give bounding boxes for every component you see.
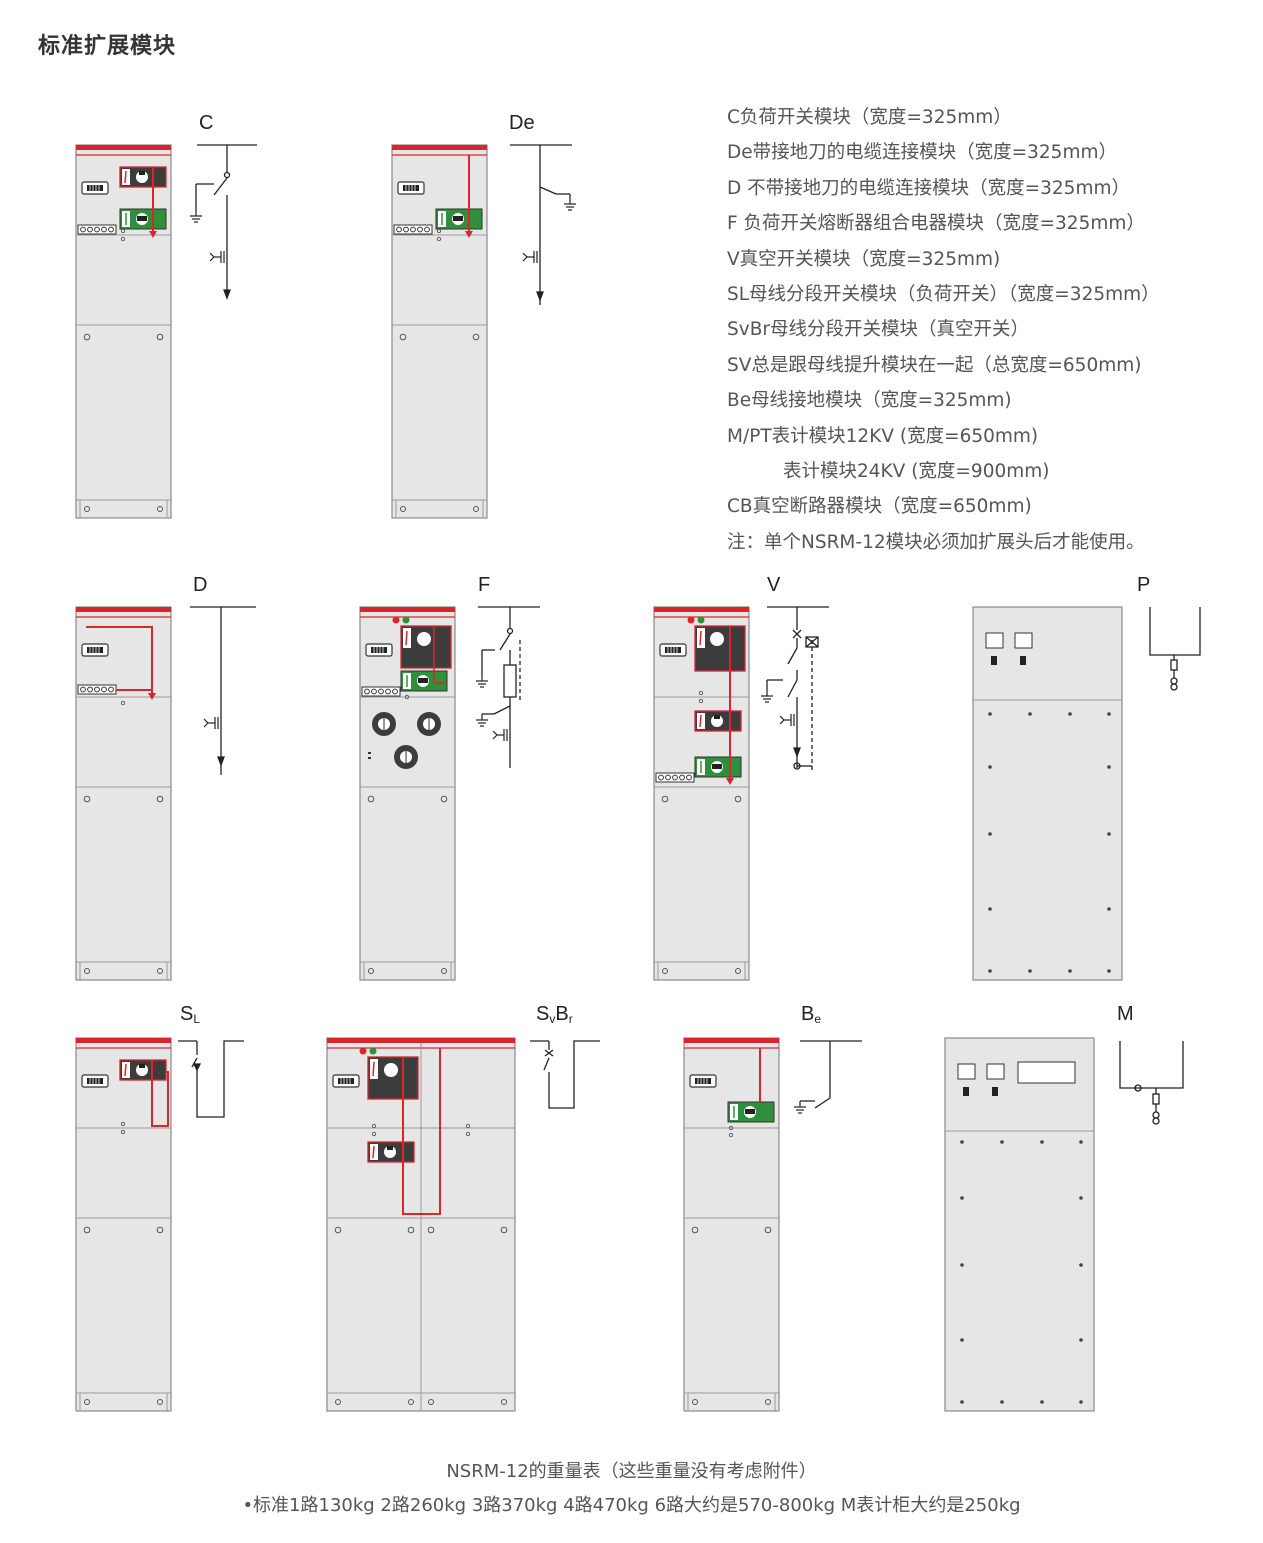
description-note: 注：单个NSRM-12模块必须加扩展头后才能使用。 [727, 531, 1145, 553]
description-meter-24kv: 表计模块24KV (宽度=900mm) [783, 461, 1050, 483]
weight-table-values: •标准1路130kg 2路260kg 3路370kg 4路470kg 6路大约是… [242, 1495, 1021, 1516]
cabinet-be [683, 1037, 780, 1412]
module-label-p: P [1137, 574, 1151, 596]
description-sv: SV总是跟母线提升模块在一起（总宽度=650mm) [727, 354, 1142, 376]
diagram-be [793, 1040, 862, 1114]
cabinet-sl [75, 1037, 172, 1412]
cabinet-de [391, 144, 488, 519]
module-label-svbr: SvBr [536, 1003, 573, 1026]
cabinet-v [653, 606, 750, 981]
cabinet-svbr [326, 1037, 516, 1412]
cabinet-d [75, 606, 172, 981]
description-be: Be母线接地模块（宽度=325mm) [727, 390, 1012, 412]
diagram-svbr [530, 1040, 600, 1109]
module-label-f: F [478, 574, 491, 596]
cabinet-p [972, 606, 1123, 981]
module-label-c: C [199, 112, 214, 134]
description-de: De带接地刀的电缆连接模块（宽度=325mm） [727, 142, 1117, 164]
description-v: V真空开关模块（宽度=325mm) [727, 248, 1001, 270]
module-label-v: V [767, 574, 781, 596]
diagram-de [510, 144, 577, 305]
module-description-list: C负荷开关模块（宽度=325mm） De带接地刀的电缆连接模块（宽度=325mm… [727, 100, 1160, 560]
description-c: C负荷开关模块（宽度=325mm） [727, 107, 1012, 128]
description-cb: CB真空断路器模块（宽度=650mm) [727, 496, 1032, 518]
module-label-m: M [1117, 1003, 1134, 1025]
description-d: D 不带接地刀的电缆连接模块（宽度=325mm） [727, 177, 1130, 199]
diagram-sl [178, 1040, 244, 1118]
module-label-sl: SL [180, 1003, 201, 1026]
description-svbr: SvBr母线分段开关模块（真空开关） [727, 319, 1029, 341]
diagram-p [1149, 607, 1201, 691]
module-label-be: Be [801, 1003, 822, 1026]
diagram-d [190, 606, 256, 775]
cabinet-f [359, 606, 456, 981]
diagram-c [189, 144, 257, 300]
weight-table-title: NSRM-12的重量表（这些重量没有考虑附件） [446, 1461, 817, 1482]
module-label-de: De [509, 112, 535, 134]
cabinet-m [944, 1037, 1095, 1412]
diagram-f [475, 606, 540, 768]
module-label-d: D [193, 574, 208, 596]
page-title: 标准扩展模块 [38, 34, 177, 59]
description-mpt: M/PT表计模块12KV (宽度=650mm) [727, 425, 1039, 447]
cabinet-c [75, 144, 172, 519]
diagram-v [760, 606, 829, 770]
description-sl: SL母线分段开关模块（负荷开关）（宽度=325mm） [727, 284, 1160, 306]
description-f: F 负荷开关熔断器组合电器模块（宽度=325mm） [727, 213, 1145, 235]
diagram-m [1119, 1041, 1184, 1125]
